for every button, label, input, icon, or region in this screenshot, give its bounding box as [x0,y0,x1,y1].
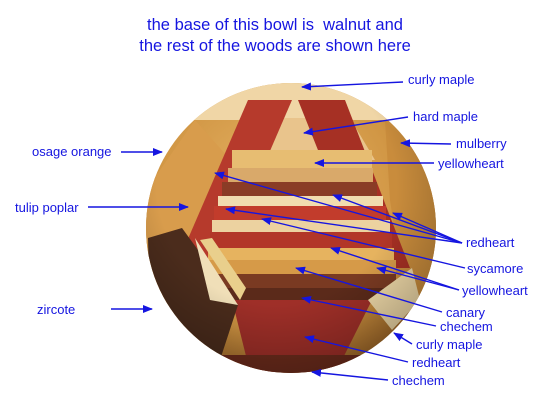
label-yellowheart-right: yellowheart [438,156,504,171]
arrow-redheart-1 [214,171,463,244]
label-zircote: zircote [37,302,76,317]
title-line-2: the rest of the woods are shown here [139,37,411,55]
label-hard-maple: hard maple [413,109,479,124]
label-osage-orange: osage orange [32,144,112,159]
arrow-mulberry [400,139,452,148]
arrow-canary [295,266,443,313]
pointer-arrows [88,81,466,381]
arrow-hard-maple [303,116,409,136]
title-line-1: the base of this bowl is walnut and [147,16,403,34]
arrow-yellowheart-lower-2 [376,266,460,291]
arrow-curly-maple-bottom [393,332,413,345]
bowl-shading [146,83,436,373]
arrow-redheart-4 [225,206,463,244]
arrow-yellowheart-lower-1 [330,247,460,291]
arrow-redheart-bottom [304,335,409,363]
label-chechem-bottom: chechem [392,373,445,388]
arrow-chechem-bottom [311,368,389,381]
label-redheart-bottom: redheart [412,355,461,370]
label-curly-maple-top: curly maple [408,72,475,87]
arrow-curly-maple-top [301,81,404,91]
label-mulberry: mulberry [456,136,507,151]
label-curly-maple-bottom: curly maple [416,337,483,352]
label-yellowheart-lower: yellowheart [462,283,528,298]
arrow-redheart-3 [392,212,463,244]
arrow-sycamore [261,217,466,269]
label-sycamore: sycamore [467,261,524,276]
label-redheart-right: redheart [466,235,515,250]
label-chechem-mid: chechem [440,319,493,334]
label-canary: canary [446,305,486,320]
label-tulip-poplar: tulip poplar [15,200,79,215]
arrow-chechem-mid [301,295,437,327]
